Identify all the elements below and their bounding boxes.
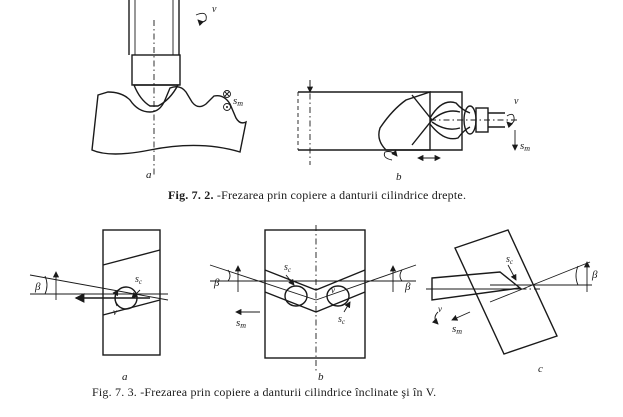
fig73c-sc-label: sc: [506, 254, 514, 266]
fig73b-sm-label: sm: [236, 317, 246, 330]
fig73b-sc2-label: sc: [338, 314, 346, 326]
fig73-caption-text: -Frezarea prin copiere a danturii cilind…: [137, 385, 437, 399]
fig73c-label: c: [538, 363, 543, 375]
fig72-caption-text: -Frezarea prin copiere a danturii cilind…: [213, 188, 467, 202]
fig73a-label: a: [122, 371, 128, 383]
fig72a-label: a: [146, 169, 152, 181]
fig72b-label: b: [396, 171, 402, 183]
fig73-caption-number: Fig. 7. 3.: [92, 385, 138, 399]
fig73c-beta-label: β: [591, 269, 598, 281]
fig73b-label: b: [318, 371, 324, 383]
fig73c-sm-label: sm: [452, 323, 462, 336]
fig73-caption: Fig. 7. 3. -Frezarea prin copiere a dant…: [92, 385, 436, 400]
fig72-caption: Fig. 7. 2. -Frezarea prin copiere a dant…: [168, 188, 466, 203]
fig73a-v-label: v: [113, 307, 117, 317]
fig73a-sc-label: sc: [135, 274, 143, 286]
fig72-panel-a: v sm a: [91, 0, 247, 181]
fig73b-sc1-label: sc: [284, 262, 292, 274]
fig73c-v-label: v: [438, 304, 442, 314]
fig72b-sm-label: sm: [520, 140, 530, 153]
fig73b-v-label: v: [331, 285, 335, 295]
fig73-panel-c: β sc v sm c: [426, 229, 598, 375]
fig72a-v-label: v: [212, 4, 217, 15]
fig73b-beta-right-label: β: [404, 281, 411, 293]
fig72a-sm-label: sm: [233, 95, 243, 108]
fig72-panel-b: v sm b: [297, 80, 530, 183]
fig73-panel-b: β β sc sc v sm b: [209, 225, 417, 383]
fig73a-beta-label: β: [34, 281, 41, 293]
fig72-caption-number: Fig. 7. 2.: [168, 188, 214, 202]
fig72b-v-label: v: [514, 96, 519, 107]
fig73b-beta-left-label: β: [213, 277, 220, 289]
fig73-panel-a: β sc v a: [29, 229, 169, 383]
